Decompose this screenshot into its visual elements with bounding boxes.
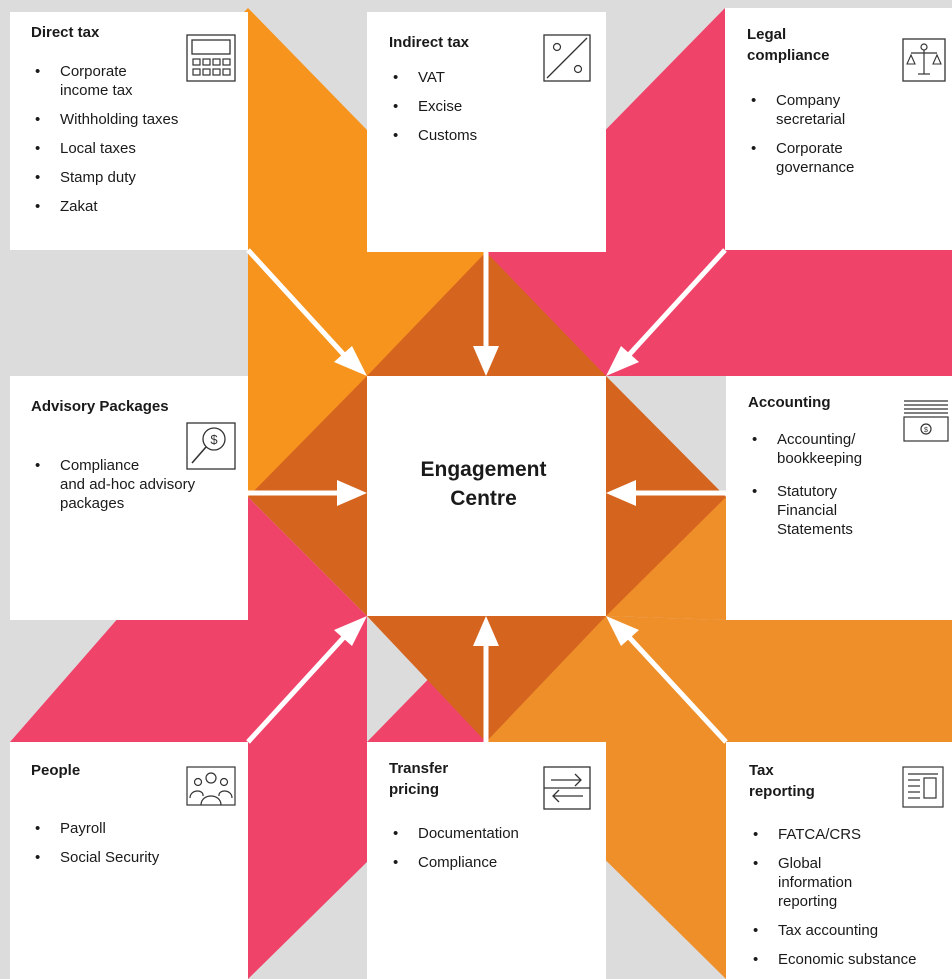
list-item: FATCA/CRS — [749, 825, 916, 844]
arrow-sw — [246, 616, 367, 744]
svg-text:$: $ — [210, 432, 218, 447]
list-item: Stamp duty — [31, 168, 178, 187]
transfer-arrows-icon — [543, 766, 591, 810]
center-line2: Centre — [450, 487, 517, 510]
band-nw — [10, 8, 486, 376]
card-transfer-pricing: Transfer pricing Documentation Complianc… — [367, 742, 606, 979]
list-item: Withholding taxes — [31, 110, 178, 129]
list-item: Documentation — [389, 824, 519, 843]
list-item: Zakat — [31, 197, 178, 216]
list-item: Social Security — [31, 848, 159, 867]
list-item: Tax accounting — [749, 921, 916, 940]
card-direct-tax: Direct tax Corporate income tax Withhold… — [10, 12, 248, 250]
list-item: Excise — [389, 97, 477, 116]
center-box — [367, 376, 606, 616]
list-item: Compliance — [389, 853, 519, 872]
arrow-n — [473, 252, 499, 376]
card-title: Advisory Packages — [31, 398, 169, 415]
arrow-s — [473, 616, 499, 742]
list-item: Payroll — [31, 819, 159, 838]
arrow-ne — [606, 248, 727, 376]
center-line1: Engagement — [420, 458, 547, 481]
card-indirect-tax: Indirect tax VAT Excise Customs — [367, 12, 606, 252]
card-title: People — [31, 762, 81, 779]
list-item: Local taxes — [31, 139, 178, 158]
arrow-e — [606, 480, 726, 506]
card-tax-reporting: Tax reporting FATCA/CRS Globalinformatio… — [726, 742, 952, 979]
cash-stack-icon: $ — [903, 400, 949, 442]
card-title: Indirect tax — [389, 34, 470, 51]
card-title: Transfer pricing — [389, 760, 449, 798]
card-title: Legal compliance — [747, 26, 830, 64]
list-item-continued: income tax — [60, 82, 133, 99]
list-item: Economic substance — [749, 950, 916, 969]
card-accounting: Accounting $ Accounting/bookkeeping Stat… — [726, 376, 952, 620]
list-item: Corporate — [31, 62, 178, 81]
card-people: People Payroll Social Security — [10, 742, 248, 979]
arrow-nw — [246, 248, 367, 376]
arrow-se — [606, 616, 728, 744]
scales-icon — [902, 38, 946, 82]
list-item: VAT — [389, 68, 477, 87]
tri-w — [248, 376, 367, 616]
tri-e — [606, 376, 726, 616]
center-title: Engagement Centre — [367, 455, 600, 513]
card-title: Accounting — [748, 394, 831, 411]
people-icon — [186, 766, 236, 806]
calculator-icon — [186, 34, 236, 82]
card-title: Direct tax — [31, 24, 100, 41]
arrow-w — [248, 480, 367, 506]
card-title: Tax reporting — [749, 762, 815, 800]
list-item: Customs — [389, 126, 477, 145]
list-item: Accounting/bookkeeping — [748, 430, 862, 468]
band-se — [486, 616, 952, 979]
band-ne — [486, 8, 952, 376]
percent-icon — [543, 34, 591, 82]
svg-text:$: $ — [924, 427, 928, 434]
newspaper-icon — [902, 766, 944, 808]
